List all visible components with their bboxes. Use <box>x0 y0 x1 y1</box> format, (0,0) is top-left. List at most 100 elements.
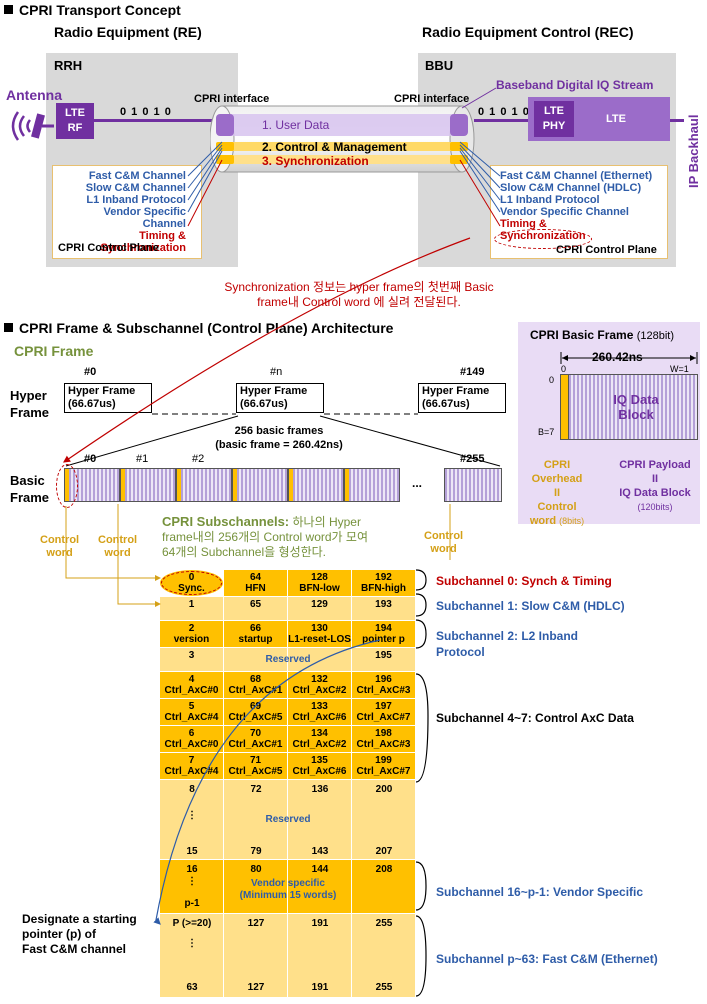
antenna-icon <box>11 111 54 141</box>
vendor-label: Vendor specific <box>251 878 325 889</box>
fast-top-idx: 191 <box>311 918 329 929</box>
control-word-marker <box>289 469 293 501</box>
re-vendor: Vendor Specific Channel <box>103 206 186 230</box>
antenna-label: Antenna <box>6 87 62 103</box>
hyper-frame-n: Hyper Frame(66.67us) <box>236 383 324 413</box>
reserved-bottom-idx: 15 <box>186 846 198 857</box>
rec-cp-connectors <box>459 141 501 227</box>
basic-frame-cell <box>344 468 400 502</box>
bb-line <box>474 119 528 122</box>
re-cp-connectors <box>187 141 223 227</box>
subch-16-label: Subchannel 16~p-1: Vendor Specific <box>436 885 644 899</box>
fast-bottom-idx: 191 <box>311 982 329 993</box>
bbu-label: BBU <box>425 58 454 73</box>
vendor-pm1: p-1 <box>184 898 200 909</box>
hyper-frame-149: Hyper Frame(66.67us) <box>418 383 506 413</box>
re-l1-inband: L1 Inband Protocol <box>86 194 186 206</box>
control-word-marker <box>233 469 237 501</box>
bits-left: 0 1 0 1 0 <box>120 106 172 118</box>
basic-frame-count: 256 basic frames(basic frame = 260.42ns) <box>215 425 343 451</box>
tube-sync: 3. Synchronization <box>262 154 369 168</box>
re-slow-cm: Slow C&M Channel <box>85 182 186 194</box>
vendor-top-idx: 16 <box>186 864 198 875</box>
vendor-top-idx: 80 <box>250 864 262 875</box>
table-cell: 129 <box>288 597 351 620</box>
subch-brackets <box>415 569 429 997</box>
table-cell <box>288 914 351 997</box>
table-cell: 65 <box>224 597 287 620</box>
re-cp-title: CPRI Control Plane <box>58 242 159 254</box>
re-timing-1: Timing & <box>139 230 186 242</box>
cw0-highlight <box>56 464 78 508</box>
rec-slow-cm: Slow C&M Channel (HDLC) <box>500 182 642 194</box>
control-word-marker <box>177 469 181 501</box>
subch-0-label: Subchannel 0: Synch & Timing <box>436 574 612 588</box>
hyper-idx-0: #0 <box>84 366 97 378</box>
duration-arrow <box>560 352 698 364</box>
cpri-frame-label: CPRI Frame <box>14 343 94 359</box>
subchannel-description: CPRI Subschannels: 하나의 Hyper frame내의 256… <box>162 514 369 559</box>
sync-note: Synchronization 정보는 hyper frame의 첫번째 Bas… <box>224 280 494 309</box>
tube-user-data: 1. User Data <box>262 118 330 132</box>
w1-label: W=1 <box>670 364 689 374</box>
control-word-column <box>560 374 569 440</box>
reserved-top-idx: 8 <box>189 784 195 795</box>
cpri-tube <box>210 105 475 173</box>
reserved-top-idx: 72 <box>250 784 262 795</box>
fast-top-idx: 255 <box>375 918 393 929</box>
rec-title: Radio Equipment Control (REC) <box>422 24 634 40</box>
reserved-bottom-idx: 207 <box>375 846 393 857</box>
table-cell: 1 <box>160 597 223 620</box>
reserved-label: Reserved <box>265 654 311 665</box>
ip-backhaul: IP Backhaul <box>686 114 701 188</box>
fast-dots: ⋮ <box>187 938 197 949</box>
backhaul-line <box>670 119 684 122</box>
baseband-label: Baseband Digital IQ Stream <box>496 78 654 92</box>
control-word-marker <box>121 469 125 501</box>
basic-idx-0: #0 <box>84 453 97 465</box>
basic-frame-panel-title: CPRI Basic Frame (128bit) <box>530 328 675 342</box>
reserved-top-idx: 200 <box>375 784 393 795</box>
fast-top-idx: P (>=20) <box>172 918 212 929</box>
b0-label: 0 <box>549 375 555 385</box>
table-cell: 3 <box>160 648 223 671</box>
fast-bottom-idx: 63 <box>186 982 198 993</box>
subch-p-label: Subchannel p~63: Fast C&M (Ethernet) <box>436 952 658 966</box>
basic-ellipsis: ... <box>412 476 423 490</box>
w0-label: 0 <box>561 364 567 374</box>
cpri-interface-right: CPRI interface <box>394 93 470 105</box>
rrh-label: RRH <box>54 58 83 73</box>
reserved-top-idx: 136 <box>311 784 329 795</box>
basic-frame-cell <box>176 468 232 502</box>
basic-frame-255 <box>444 468 502 502</box>
table-cell: 195 <box>352 648 415 671</box>
basic-idx-255: #255 <box>460 453 485 465</box>
rf-line <box>94 119 220 122</box>
baseband-pointer <box>461 87 497 109</box>
basic-idx-2: #2 <box>192 453 205 465</box>
